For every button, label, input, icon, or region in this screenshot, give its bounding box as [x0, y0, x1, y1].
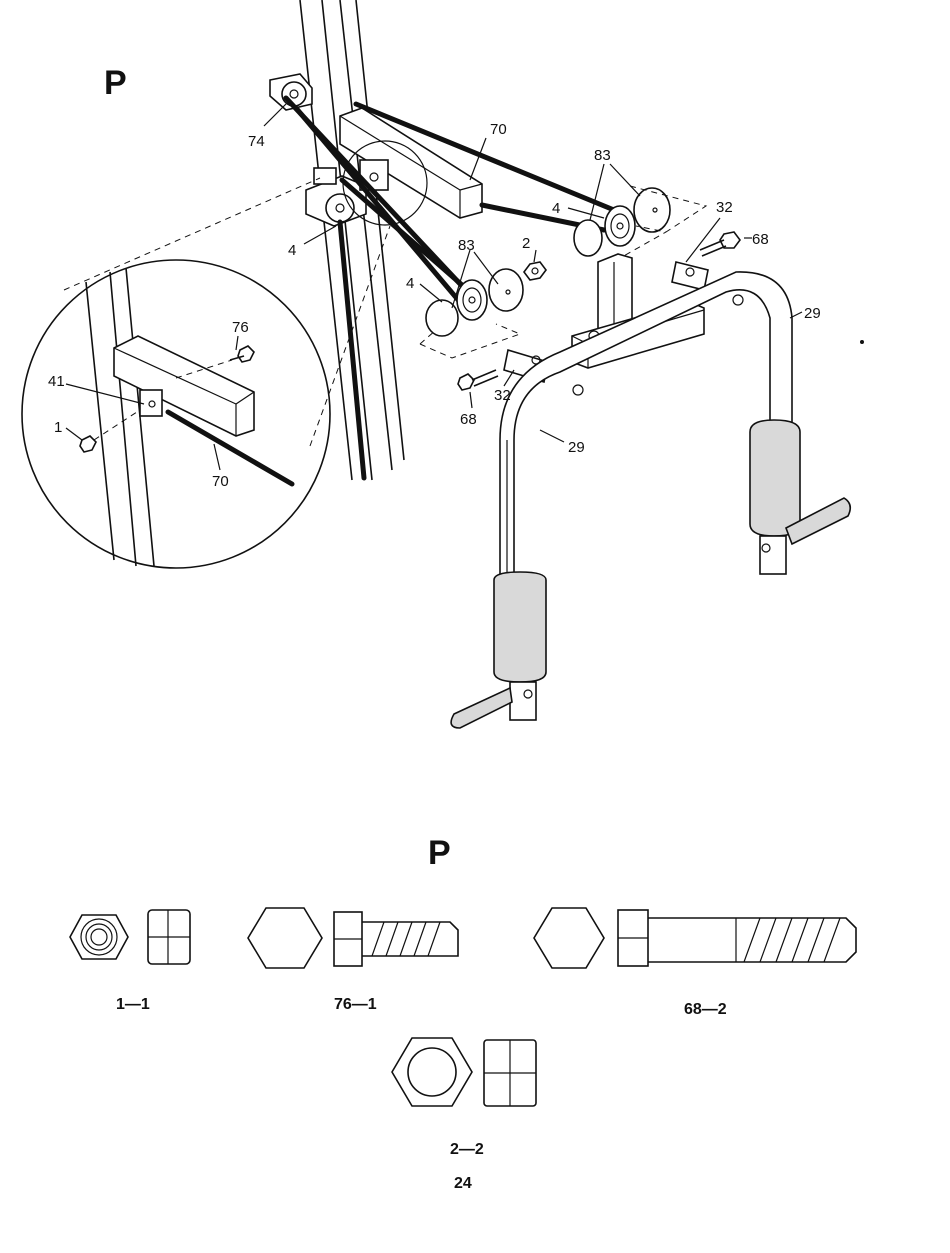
- nut-2: [524, 262, 546, 280]
- callout-68-left: 68: [460, 411, 477, 428]
- cable-70: [286, 98, 614, 478]
- callout-4-frame: 4: [288, 242, 296, 259]
- hardware-label-1: 1—1: [116, 996, 150, 1014]
- bolt-68-left: [458, 370, 498, 390]
- hardware-label-2: 2—2: [450, 1141, 484, 1159]
- callout-1: 1: [54, 419, 62, 436]
- page-number: 24: [454, 1175, 472, 1193]
- callout-70-main: 70: [490, 121, 507, 138]
- hardware-label-68: 68—2: [684, 1001, 727, 1019]
- callout-29-left: 29: [568, 439, 585, 456]
- hardware-bolt-68: [534, 908, 856, 968]
- handle-bar-29: [500, 272, 792, 580]
- callout-70-detail: 70: [212, 473, 229, 490]
- callout-41: 41: [48, 373, 65, 390]
- detail-inset: [22, 178, 390, 568]
- bracket-32-right: [672, 262, 708, 290]
- callout-83-right: 83: [594, 147, 611, 164]
- grip-right: [750, 420, 850, 574]
- pulley-group-right: [574, 186, 706, 266]
- hardware-bolt-76: [248, 908, 458, 968]
- pulley-group-left: [420, 269, 523, 358]
- callout-4-right: 4: [552, 200, 560, 217]
- hardware-nut-1: [70, 910, 190, 964]
- callout-32-left: 32: [494, 387, 511, 404]
- callout-68-right: 68: [752, 231, 769, 248]
- hardware-label-76: 76—1: [334, 996, 377, 1014]
- callout-29-right: 29: [804, 305, 821, 322]
- callout-74: 74: [248, 133, 265, 150]
- callout-32-right: 32: [716, 199, 733, 216]
- hardware-nut-2: [392, 1038, 536, 1106]
- callout-2: 2: [522, 235, 530, 252]
- callout-4-left: 4: [406, 275, 414, 292]
- callout-83-left: 83: [458, 237, 475, 254]
- callout-76: 76: [232, 319, 249, 336]
- frame-upright: [300, 0, 404, 480]
- grip-left: [451, 572, 546, 728]
- speck-mark: [860, 340, 864, 344]
